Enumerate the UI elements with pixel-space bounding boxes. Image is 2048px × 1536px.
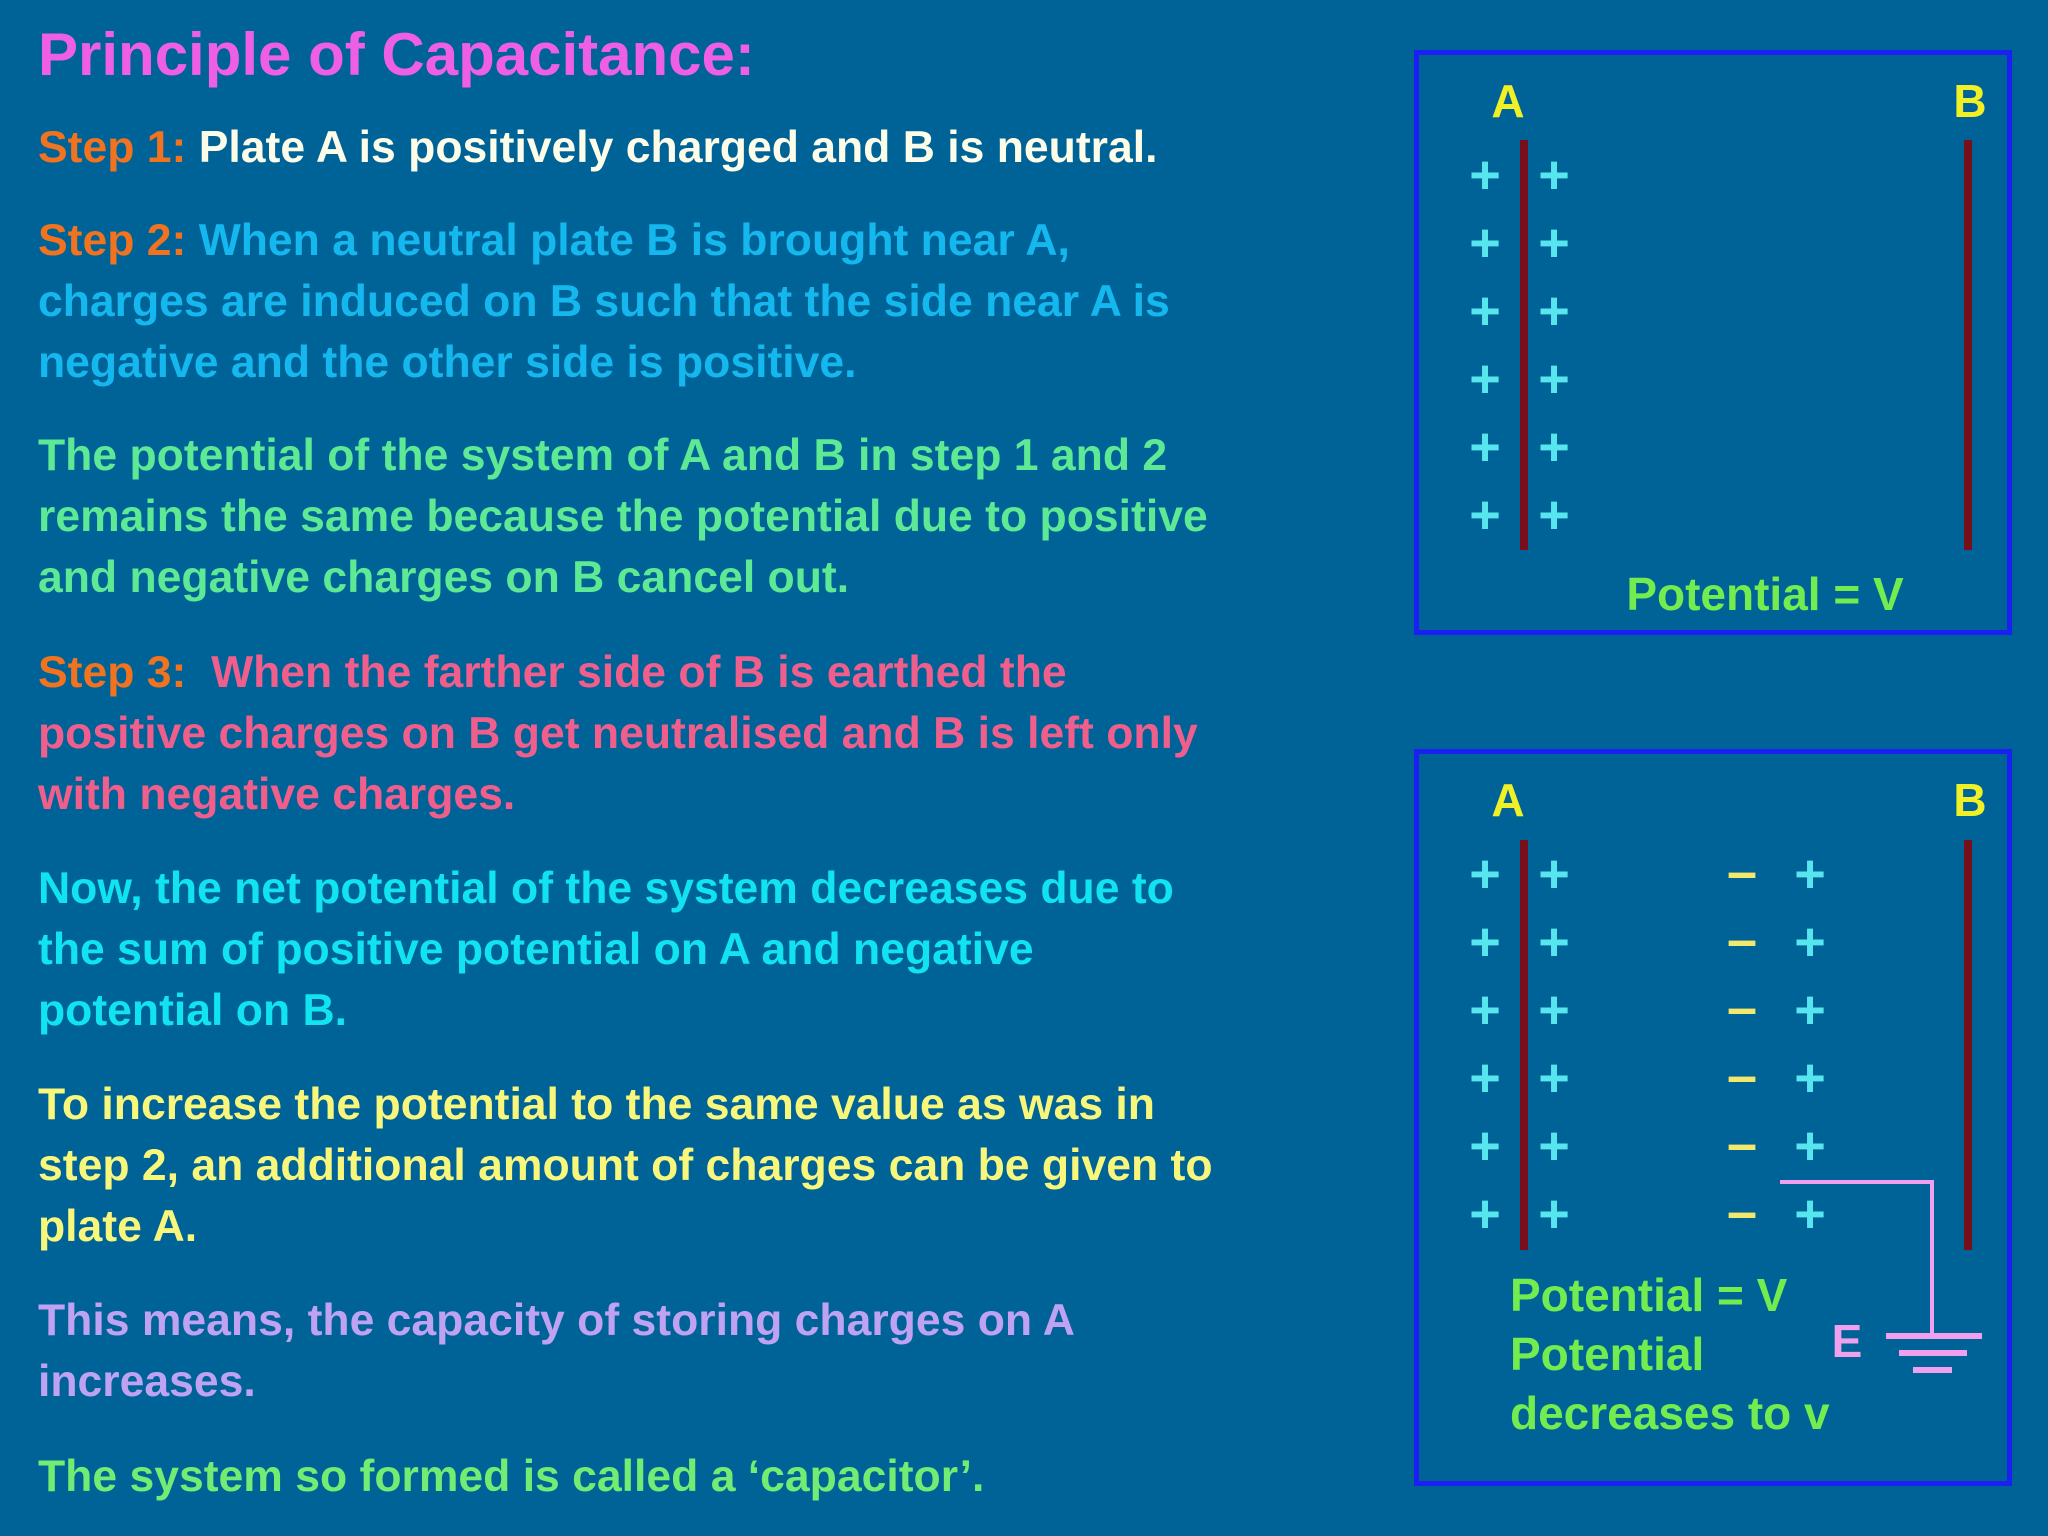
capacitor-line: The system so formed is called a ‘capaci…	[38, 1452, 985, 1501]
charge-minus: –	[1727, 978, 1757, 1038]
now-line1: Now, the net potential of the system dec…	[38, 864, 1174, 913]
plate-a-label: A	[1491, 75, 1524, 127]
earth-wire	[1780, 1180, 1934, 1334]
plate-a-charges: + + + + + + + + + + + +	[1469, 844, 1570, 1244]
increase-line3: plate A.	[38, 1202, 198, 1251]
charge-minus: –	[1727, 842, 1757, 902]
charge-plus: +	[1469, 980, 1501, 1040]
charge-plus: +	[1538, 844, 1570, 904]
earth-label: E	[1832, 1315, 1863, 1367]
charge-plus: +	[1469, 1116, 1501, 1176]
earth-connection: E	[1780, 1180, 1982, 1373]
potential-line3: and negative charges on B cancel out.	[38, 553, 850, 602]
charge-plus: +	[1469, 1184, 1501, 1244]
charge-minus: –	[1727, 1182, 1757, 1242]
potential-label: Potential = V	[1510, 1269, 1788, 1321]
now-line3: potential on B.	[38, 986, 348, 1035]
step3-line2: positive charges on B get neutralised an…	[38, 709, 1198, 758]
charge-plus: +	[1469, 145, 1501, 205]
step3-line1: When the farther side of B is earthed th…	[211, 648, 1067, 697]
charge-plus: +	[1469, 1048, 1501, 1108]
step3-label: Step 3:	[38, 648, 187, 697]
plate-a-charges: + + + + + + + + + + + +	[1469, 145, 1570, 545]
page-title: Principle of Capacitance:	[38, 21, 755, 88]
charge-plus: +	[1469, 417, 1501, 477]
charge-plus: +	[1794, 980, 1826, 1040]
increase-paragraph: To increase the potential to the same va…	[38, 1074, 1408, 1257]
diagram-step3-svg: A B + + + + + + + + + + + + – + – + – + …	[1469, 774, 1986, 1439]
charge-plus: +	[1538, 349, 1570, 409]
charge-minus: –	[1727, 1046, 1757, 1106]
charge-minus: –	[1727, 1114, 1757, 1174]
plate-a	[1520, 140, 1528, 550]
step2-line3: negative and the other side is positive.	[38, 338, 857, 387]
step1-text: Plate A is positively charged and B is n…	[198, 123, 1158, 172]
step1-label: Step 1:	[38, 123, 187, 172]
step2-label: Step 2:	[38, 216, 187, 265]
plate-b-induced-charges: – + – + – + – + – + – +	[1727, 842, 1826, 1244]
step3-paragraph: Step 3: When the farther side of B is ea…	[38, 642, 1408, 825]
charge-plus: +	[1794, 1184, 1826, 1244]
charge-plus: +	[1538, 417, 1570, 477]
now-line2: the sum of positive potential on A and n…	[38, 925, 1034, 974]
potential-decrease-value: decreases to v	[1510, 1387, 1830, 1439]
increase-line1: To increase the potential to the same va…	[38, 1080, 1155, 1129]
potential-line2: remains the same because the potential d…	[38, 492, 1208, 541]
step3-line3: with negative charges.	[38, 770, 516, 819]
net-potential-paragraph: Now, the net potential of the system dec…	[38, 858, 1408, 1041]
plate-b-label: B	[1953, 75, 1986, 127]
charge-plus: +	[1538, 980, 1570, 1040]
charge-plus: +	[1794, 912, 1826, 972]
diagram-step1-svg: A B + + + + + + + + + + + + Potential = …	[1469, 75, 1986, 620]
charge-plus: +	[1469, 281, 1501, 341]
potential-label: Potential = V	[1626, 568, 1904, 620]
charge-plus: +	[1794, 1048, 1826, 1108]
charge-plus: +	[1538, 213, 1570, 273]
plate-b	[1964, 140, 1972, 550]
charge-plus: +	[1538, 281, 1570, 341]
means-line1: This means, the capacity of storing char…	[38, 1296, 1075, 1345]
potential-decrease-label: Potential	[1510, 1328, 1704, 1380]
charge-plus: +	[1794, 1116, 1826, 1176]
charge-plus: +	[1469, 349, 1501, 409]
step1-paragraph: Step 1: Plate A is positively charged an…	[38, 117, 1408, 178]
step2-line2: charges are induced on B such that the s…	[38, 277, 1170, 326]
capacitor-paragraph: The system so formed is called a ‘capaci…	[38, 1446, 1408, 1507]
charge-plus: +	[1794, 844, 1826, 904]
charge-plus: +	[1469, 912, 1501, 972]
charge-plus: +	[1538, 1116, 1570, 1176]
charge-minus: –	[1727, 910, 1757, 970]
diagram-step1: A B + + + + + + + + + + + + Potential = …	[1414, 50, 2012, 635]
plate-b-label: B	[1953, 774, 1986, 826]
charge-plus: +	[1469, 213, 1501, 273]
charge-plus: +	[1538, 1184, 1570, 1244]
charge-plus: +	[1469, 844, 1501, 904]
plate-a	[1520, 840, 1528, 1250]
plate-a-label: A	[1491, 774, 1524, 826]
step2-line1: When a neutral plate B is brought near A…	[198, 216, 1070, 265]
capacity-paragraph: This means, the capacity of storing char…	[38, 1290, 1408, 1412]
potential-paragraph: The potential of the system of A and B i…	[38, 425, 1408, 608]
means-line2: increases.	[38, 1357, 256, 1406]
increase-line2: step 2, an additional amount of charges …	[38, 1141, 1213, 1190]
charge-plus: +	[1538, 145, 1570, 205]
diagram-step3: A B + + + + + + + + + + + + – + – + – + …	[1414, 749, 2012, 1486]
charge-plus: +	[1538, 912, 1570, 972]
charge-plus: +	[1469, 485, 1501, 545]
charge-plus: +	[1538, 485, 1570, 545]
charge-plus: +	[1538, 1048, 1570, 1108]
plate-b	[1964, 840, 1972, 1250]
potential-line1: The potential of the system of A and B i…	[38, 431, 1168, 480]
step2-paragraph: Step 2: When a neutral plate B is brough…	[38, 210, 1408, 393]
